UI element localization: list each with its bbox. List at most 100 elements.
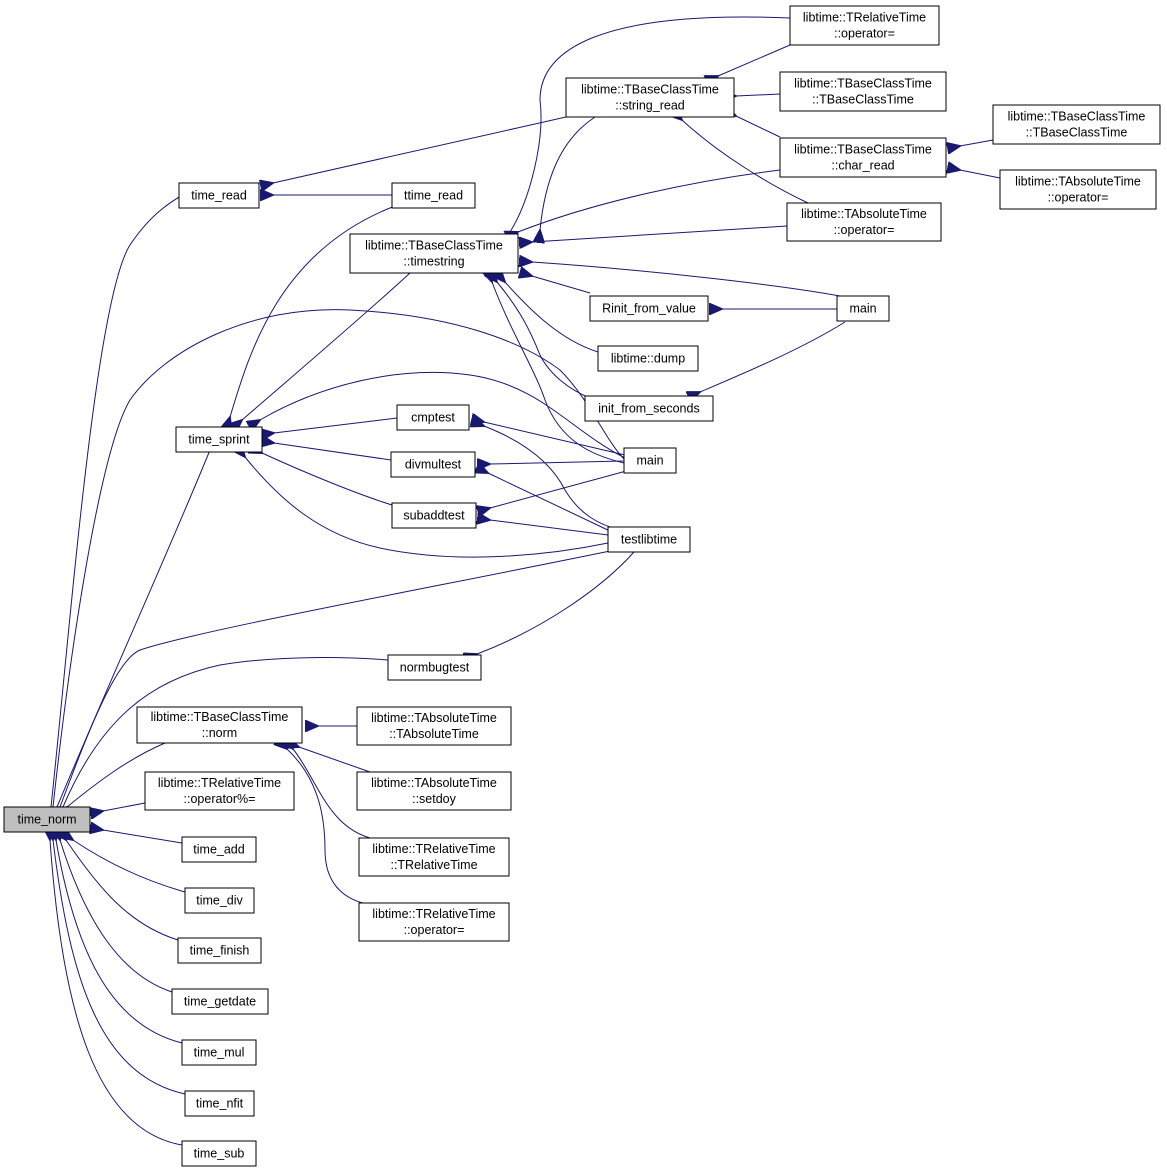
node-trel-ctor[interactable]: libtime::TRelativeTime::TRelativeTime xyxy=(358,837,510,877)
node-tabs-opeq2[interactable]: libtime::TAbsoluteTime::operator= xyxy=(999,169,1157,210)
node-label-line: time_sprint xyxy=(188,433,250,447)
edge-time-mul-to-time-norm xyxy=(56,840,183,1044)
edge-timestring-to-time-sprint xyxy=(242,272,411,420)
node-label-line: time_sub xyxy=(194,1147,245,1161)
node-time-getdate[interactable]: time_getdate xyxy=(171,988,269,1015)
node-label-line: libtime::TBaseClassTime xyxy=(794,143,932,157)
node-box xyxy=(356,771,512,811)
node-box xyxy=(181,1140,257,1167)
node-label-line: normbugtest xyxy=(400,661,470,675)
edge-testlibtime-to-cmptest xyxy=(484,426,621,531)
node-tabs-ctor[interactable]: libtime::TAbsoluteTime::TAbsoluteTime xyxy=(356,706,512,746)
node-label-line: time_div xyxy=(196,894,243,908)
node-box xyxy=(390,451,476,478)
node-tbase-ctor2[interactable]: libtime::TBaseClassTime::TBaseClassTime xyxy=(992,104,1161,145)
node-char-read[interactable]: libtime::TBaseClassTime::char_read xyxy=(779,137,947,178)
edge-string-read-to-time-read xyxy=(273,116,567,183)
node-label-line: ::norm xyxy=(202,726,237,740)
edge-tbase-norm-to-time-norm xyxy=(67,742,166,807)
node-label-line: ::timestring xyxy=(403,255,464,269)
node-rinit[interactable]: Rinit_from_value xyxy=(589,295,709,322)
node-tbase-ctor[interactable]: libtime::TBaseClassTime::TBaseClassTime xyxy=(779,71,947,112)
node-time-div[interactable]: time_div xyxy=(184,887,255,914)
edge-main1-to-timestring xyxy=(532,262,841,297)
node-cmptest[interactable]: cmptest xyxy=(396,404,470,431)
edge-main1-to-init-sec xyxy=(700,321,846,392)
node-box xyxy=(184,887,255,914)
node-time-nfit[interactable]: time_nfit xyxy=(184,1090,255,1117)
node-label-line: time_mul xyxy=(194,1046,245,1060)
node-time-sub[interactable]: time_sub xyxy=(181,1140,257,1167)
node-normbugtest[interactable]: normbugtest xyxy=(387,654,482,681)
node-time-mul[interactable]: time_mul xyxy=(181,1039,257,1066)
node-init-sec[interactable]: init_from_seconds xyxy=(584,395,714,422)
node-time-norm[interactable]: time_norm xyxy=(3,806,91,833)
node-label-line: libtime::dump xyxy=(611,352,685,366)
edge-cmptest-to-time-sprint xyxy=(274,417,398,433)
node-box xyxy=(607,526,691,553)
node-box xyxy=(396,404,470,431)
node-label-line: main xyxy=(636,454,663,468)
node-string-read[interactable]: libtime::TBaseClassTime::string_read xyxy=(565,77,735,118)
node-label-line: libtime::TBaseClassTime xyxy=(581,83,719,97)
node-label-line: libtime::TAbsoluteTime xyxy=(371,776,497,790)
node-label-line: libtime::TBaseClassTime xyxy=(151,710,289,724)
node-box xyxy=(623,447,677,474)
edge-char-read-to-string-read xyxy=(736,116,781,138)
node-tabs-setdoy[interactable]: libtime::TAbsoluteTime::setdoy xyxy=(356,771,512,811)
node-testlibtime[interactable]: testlibtime xyxy=(607,526,691,553)
edge-trel-opmod-to-time-norm xyxy=(103,802,146,811)
node-box xyxy=(171,988,269,1015)
edge-main2-to-divmultest xyxy=(490,461,625,464)
node-label-line: libtime::TAbsoluteTime xyxy=(801,207,927,221)
node-label-line: subaddtest xyxy=(403,509,465,523)
node-time-sprint[interactable]: time_sprint xyxy=(175,426,263,453)
node-box xyxy=(349,233,519,274)
node-main1[interactable]: main xyxy=(836,295,890,322)
edge-rinit-to-timestring xyxy=(532,276,591,294)
node-label-line: ::setdoy xyxy=(412,792,457,806)
edge-time-sprint-to-time-norm xyxy=(57,449,211,807)
node-label-line: ::operator%= xyxy=(184,792,256,806)
node-tabs-opeq[interactable]: libtime::TAbsoluteTime::operator= xyxy=(786,202,942,242)
node-time-finish[interactable]: time_finish xyxy=(177,937,262,964)
edge-tbase-ctor-to-string-read xyxy=(736,94,781,96)
node-ttime-read[interactable]: ttime_read xyxy=(391,182,476,209)
node-label-line: time_read xyxy=(191,189,247,203)
node-trel-opeq2[interactable]: libtime::TRelativeTime::operator= xyxy=(358,902,510,942)
node-label-line: testlibtime xyxy=(621,533,677,547)
edge-testlibtime-to-normbugtest xyxy=(477,551,635,654)
node-tbase-norm[interactable]: libtime::TBaseClassTime::norm xyxy=(136,706,303,744)
node-dump[interactable]: libtime::dump xyxy=(597,345,699,372)
node-divmultest[interactable]: divmultest xyxy=(390,451,476,478)
node-main2[interactable]: main xyxy=(623,447,677,474)
edge-main-to-time-norm xyxy=(53,309,626,807)
node-time-add[interactable]: time_add xyxy=(181,836,257,863)
edge-time-read-to-time-norm xyxy=(51,182,206,807)
node-label-line: main xyxy=(849,302,876,316)
node-time-read[interactable]: time_read xyxy=(178,182,260,209)
edge-main-to-time-sprint xyxy=(260,371,626,459)
node-box xyxy=(786,202,942,242)
edge-time-getdate-to-time-norm xyxy=(60,840,173,993)
node-label-line: libtime::TBaseClassTime xyxy=(794,77,932,91)
edge-time-add-to-time-norm xyxy=(103,830,183,844)
edge-trel-opeq2-to-tbase-norm xyxy=(287,749,373,906)
node-box xyxy=(178,182,260,209)
node-label-line: cmptest xyxy=(411,411,455,425)
node-subaddtest[interactable]: subaddtest xyxy=(391,502,477,529)
edge-init-sec-to-timestring xyxy=(497,282,591,399)
node-box xyxy=(589,295,709,322)
node-timestring[interactable]: libtime::TBaseClassTime::timestring xyxy=(349,233,519,274)
edge-trel-ctor-to-tbase-norm xyxy=(293,749,371,839)
node-label-line: libtime::TRelativeTime xyxy=(372,842,495,856)
node-box xyxy=(136,706,303,744)
edge-tabs-setdoy-to-tbase-norm xyxy=(299,747,371,773)
node-trel-opeq[interactable]: libtime::TRelativeTime::operator= xyxy=(789,5,940,46)
node-label-line: time_norm xyxy=(17,813,76,827)
node-trel-opmod[interactable]: libtime::TRelativeTime::operator%= xyxy=(144,771,295,811)
node-box xyxy=(992,104,1161,145)
node-box xyxy=(181,836,257,863)
node-box xyxy=(3,806,91,833)
edge-tabs-opeq-to-string-read xyxy=(682,120,809,204)
